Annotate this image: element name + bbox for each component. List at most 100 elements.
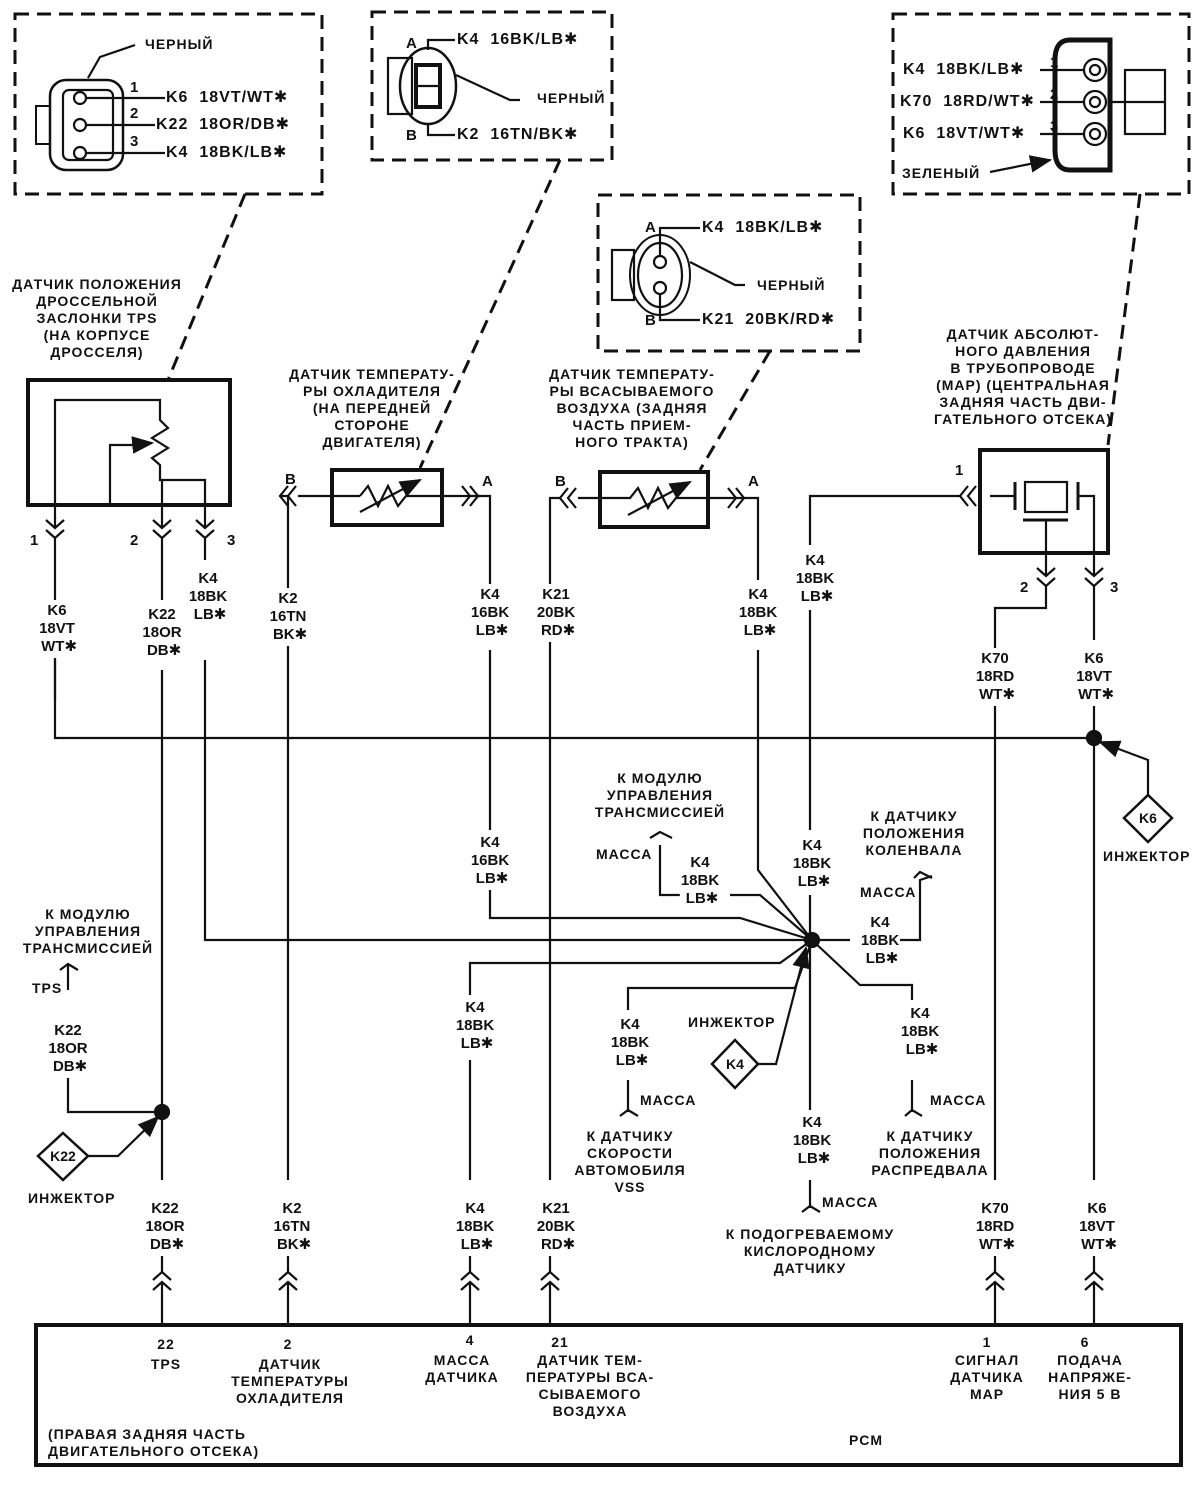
intake-connector-view	[596, 193, 862, 471]
wire-label-k4-cam: K4 18BK LB✱	[899, 1003, 941, 1061]
coolant-pin-a-wire: K4 16BK/LB✱	[457, 31, 579, 48]
coolant-pin-a: A	[406, 35, 417, 52]
injector-k4-label: ИНЖЕКТОР	[688, 1014, 776, 1030]
tps-connector-icon	[35, 43, 165, 172]
tps-pin-1-wire: K6 18VT/WT✱	[166, 89, 289, 106]
wire-label-k4-o2: K4 18BK LB✱	[791, 1112, 833, 1170]
tps-pin-3-wire: K4 18BK/LB✱	[166, 144, 288, 161]
o2-ground-label: МАССА	[822, 1194, 879, 1210]
coolant-connector-color: ЧЕРНЫЙ	[537, 90, 606, 106]
injector-k4-diamond	[710, 945, 810, 1090]
wires	[53, 610, 1096, 1213]
pcm-terminal-6-label: ПОДАЧА НАПРЯЖЕ- НИЯ 5 В	[1048, 1352, 1132, 1402]
intake-connector-icon	[610, 226, 745, 322]
tps-sensor-label: ДАТЧИК ПОЛОЖЕНИЯ ДРОССЕЛЬНОЙ ЗАСЛОНКИ TP…	[12, 276, 182, 360]
tps-sensor-symbol	[26, 378, 232, 507]
map-connector-view	[891, 12, 1191, 446]
pcm-terminal-1-label: СИГНАЛ ДАТЧИКА MAP	[950, 1352, 1024, 1402]
wire-label-k6-map: K6 18VT WT✱	[1072, 648, 1116, 706]
map-pin-1: 1	[1050, 54, 1059, 71]
wire-label-k22-bottom: K22 18OR DB✱	[144, 1198, 186, 1256]
coolant-connector-view	[370, 10, 614, 469]
wire-label-k2: K2 16TN BK✱	[267, 588, 309, 646]
tps-pin-label-1: 1	[30, 532, 39, 549]
wire-label-k4-vss: K4 18BK LB✱	[609, 1014, 651, 1072]
intake-pin-b-wire: K21 20BK/RD✱	[702, 311, 836, 328]
pcm-terminal-2-label: ДАТЧИК ТЕМПЕРАТУРЫ ОХЛАДИТЕЛЯ	[231, 1356, 349, 1406]
map-pin-2-wire: K70 18RD/WT✱	[900, 93, 1035, 110]
pcm-terminal-1-num: 1	[982, 1334, 992, 1350]
wire-label-k6-bottom: K6 18VT WT✱	[1075, 1198, 1119, 1256]
map-connector-icon	[989, 37, 1167, 174]
crank-sensor-label: К ДАТЧИКУ ПОЛОЖЕНИЯ КОЛЕНВАЛА	[862, 808, 966, 858]
intake-pin-label-b: B	[555, 473, 566, 490]
tps-connector-view	[13, 12, 324, 381]
wire-label-k4-trans: K4 18BK LB✱	[679, 852, 721, 910]
pcm-location-label: (ПРАВАЯ ЗАДНЯЯ ЧАСТЬ ДВИГАТЕЛЬНОГО ОТСЕК…	[48, 1426, 260, 1459]
wire-label-k21: K21 20BK RD✱	[535, 584, 577, 642]
coolant-pin-b-wire: K2 16TN/BK✱	[457, 126, 579, 143]
tps-pin-3: 3	[130, 133, 139, 150]
injector-k22-label: ИНЖЕКТОР	[28, 1190, 116, 1206]
pcm-connectors	[152, 1255, 1104, 1325]
trans-module-label: К МОДУЛЮ УПРАВЛЕНИЯ ТРАНСМИССИЕЙ	[594, 770, 726, 820]
crank-ground-label: МАССА	[860, 884, 917, 900]
wire-label-k4-tps: K4 18BK LB✱	[187, 568, 229, 626]
trans-module-left-label: К МОДУЛЮ УПРАВЛЕНИЯ ТРАНСМИССИЕЙ	[22, 906, 154, 956]
wire-label-k6: K6 18VT WT✱	[35, 600, 79, 658]
wire-label-k22-tps-branch: K22 18OR DB✱	[47, 1020, 89, 1078]
wire-label-k70: K70 18RD WT✱	[973, 648, 1017, 706]
tps-tag-label: TPS	[32, 980, 63, 996]
vss-label: К ДАТЧИКУ СКОРОСТИ АВТОМОБИЛЯ VSS	[574, 1128, 686, 1195]
tps-pin-1: 1	[130, 79, 139, 96]
pcm-terminal-21-label: ДАТЧИК ТЕМ- ПЕРАТУРЫ ВСА- СЫВАЕМОГО ВОЗД…	[525, 1352, 655, 1419]
injector-k22-diamond	[36, 1115, 160, 1182]
wire-label-k4-bottom: K4 18BK LB✱	[454, 1198, 496, 1256]
injector-k6-label: ИНЖЕКТОР	[1103, 848, 1191, 864]
injector-k22-code: K22	[50, 1148, 76, 1164]
cam-ground-label: МАССА	[930, 1092, 987, 1108]
map-pin-connectors	[993, 553, 1104, 650]
intake-pin-a-wire: K4 18BK/LB✱	[702, 219, 824, 236]
coolant-pin-label-b: B	[285, 471, 296, 488]
injector-k4-code: K4	[726, 1056, 744, 1072]
pcm-name: PCM	[848, 1432, 884, 1448]
tps-pin-label-3: 3	[227, 532, 236, 549]
wire-label-k4-map-mid: K4 18BK LB✱	[791, 835, 833, 893]
map-pin-label-2: 2	[1020, 579, 1029, 596]
tps-pin-2-wire: K22 18OR/DB✱	[156, 116, 290, 133]
intake-sensor-symbol	[548, 470, 760, 1180]
map-sensor-label: ДАТЧИК АБСОЛЮТ- НОГО ДАВЛЕНИЯ В ТРУБОПРО…	[934, 326, 1112, 427]
map-connector-color: ЗЕЛЕНЫЙ	[902, 165, 981, 181]
intake-pin-b: B	[645, 312, 656, 329]
wire-label-k4-pcm: K4 18BK LB✱	[454, 997, 496, 1055]
wire-label-k22: K22 18OR DB✱	[141, 604, 183, 662]
injector-k6-code: K6	[1139, 810, 1157, 826]
pcm-terminal-6-num: 6	[1080, 1334, 1090, 1350]
coolant-pin-label-a: A	[482, 473, 493, 490]
wire-label-k4-coolant-mid: K4 16BK LB✱	[469, 832, 511, 890]
cam-sensor-label: К ДАТЧИКУ ПОЛОЖЕНИЯ РАСПРЕДВАЛА	[871, 1128, 989, 1178]
coolant-sensor-label: ДАТЧИК ТЕМПЕРАТУ- РЫ ОХЛАДИТЕЛЯ (НА ПЕРЕ…	[289, 366, 455, 450]
coolant-pin-b: B	[406, 127, 417, 144]
pcm-terminal-22-label: TPS	[150, 1356, 182, 1372]
wire-label-k4-crank: K4 18BK LB✱	[859, 912, 901, 970]
map-pin-2: 2	[1050, 86, 1059, 103]
tps-connector-color: ЧЕРНЫЙ	[145, 36, 214, 52]
wire-label-k4-map: K4 18BK LB✱	[794, 550, 836, 608]
tps-pin-2: 2	[130, 105, 139, 122]
map-pin-label-1: 1	[955, 462, 964, 479]
map-pin-label-3: 3	[1110, 579, 1119, 596]
map-sensor-symbol	[808, 448, 1110, 555]
tps-pin-label-2: 2	[130, 532, 139, 549]
wire-label-k4-coolant: K4 16BK LB✱	[469, 584, 511, 642]
pcm-terminal-4-num: 4	[465, 1332, 475, 1348]
pcm-box	[34, 1323, 1183, 1467]
wire-label-k70-bottom: K70 18RD WT✱	[973, 1198, 1017, 1256]
trans-ground-label: МАССА	[596, 846, 653, 862]
pcm-terminal-21-num: 21	[551, 1334, 569, 1350]
intake-sensor-label: ДАТЧИК ТЕМПЕРАТУ- РЫ ВСАСЫВАЕМОГО ВОЗДУХ…	[549, 366, 715, 450]
wire-label-k2-bottom: K2 16TN BK✱	[271, 1198, 313, 1256]
o2-sensor-label: К ПОДОГРЕВАЕМОМУ КИСЛОРОДНОМУ ДАТЧИКУ	[725, 1226, 895, 1276]
